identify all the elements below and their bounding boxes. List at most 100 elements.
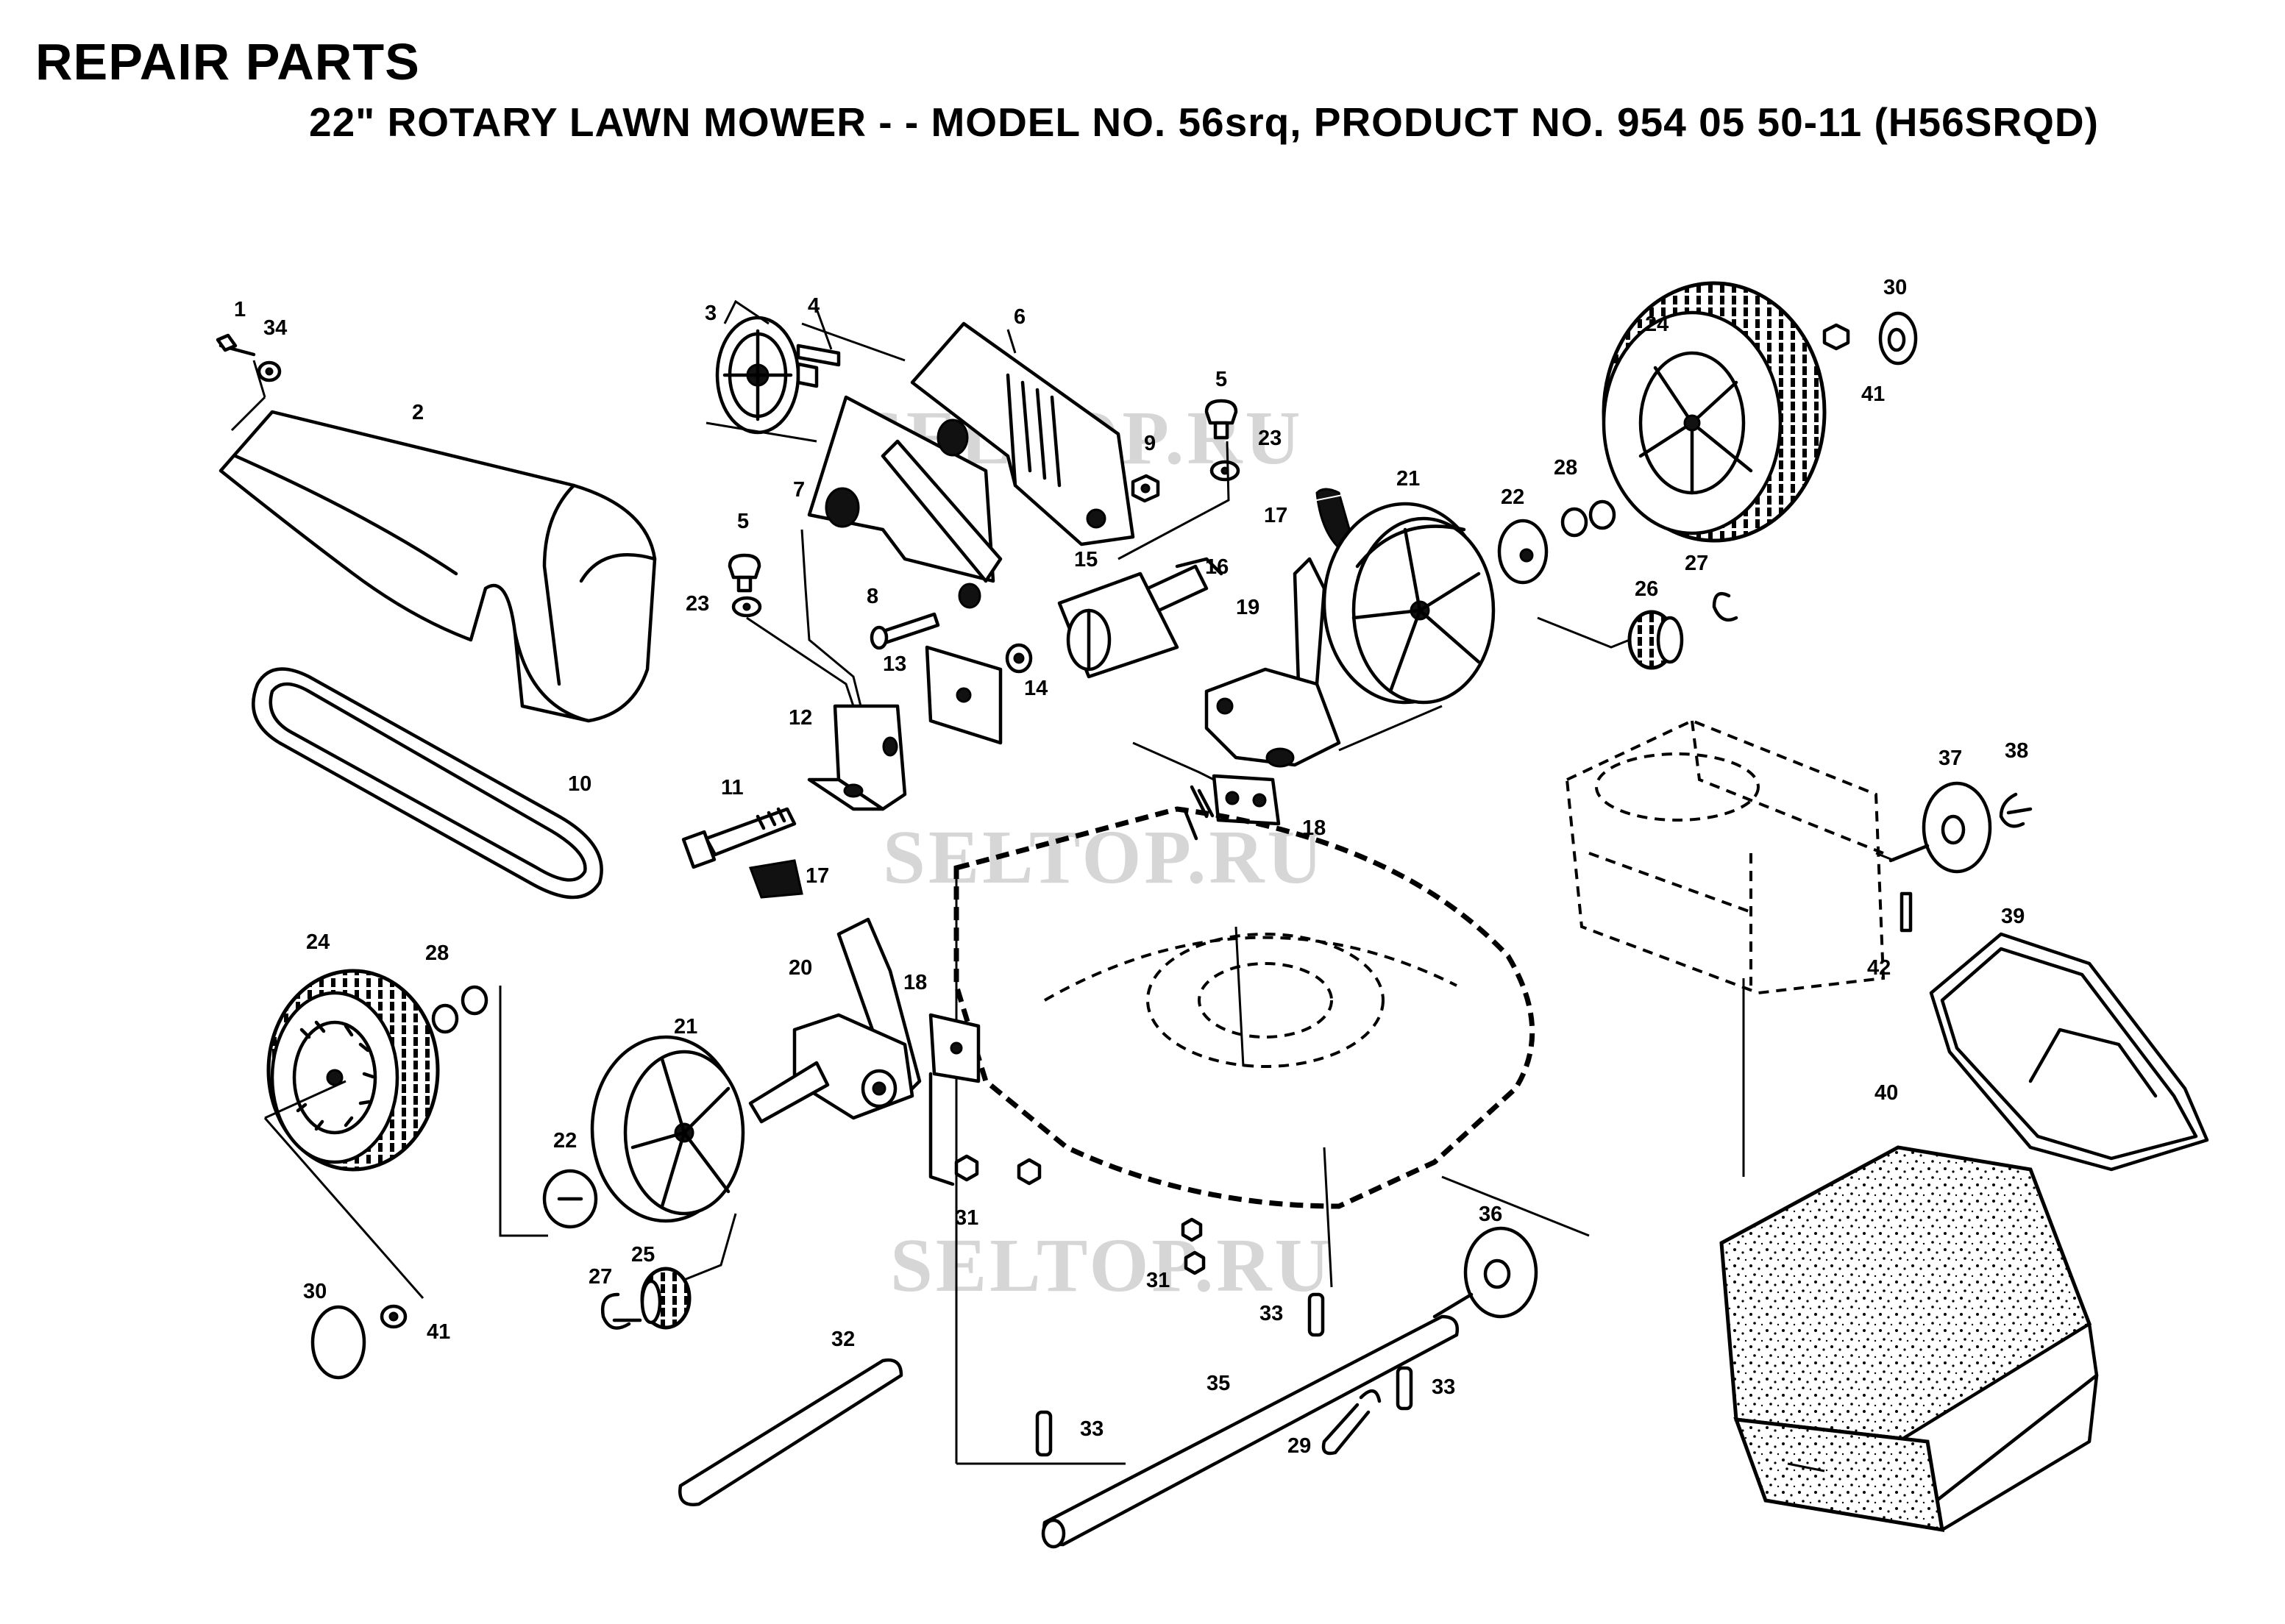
callout-35: 35: [1207, 1372, 1230, 1395]
page-subtitle: 22" ROTARY LAWN MOWER - - MODEL NO. 56sr…: [309, 99, 2099, 145]
callout-5-upper: 5: [1215, 368, 1227, 391]
callout-41-upper: 41: [1861, 382, 1885, 406]
part-38-retaining-ring: [1999, 792, 2033, 828]
part-33-pin-b: [1396, 1366, 1413, 1411]
part-15-roller: [1057, 571, 1179, 679]
part-24-rear-wheel-lower: [266, 969, 440, 1172]
callout-27-lower: 27: [589, 1265, 612, 1289]
callout-14: 14: [1024, 677, 1048, 700]
callout-13: 13: [883, 652, 906, 676]
part-33-pin-a: [1307, 1292, 1325, 1337]
watermark-bottom: SELTOP.RU: [890, 1223, 1333, 1308]
part-33-pin-c: [1035, 1410, 1053, 1457]
callout-4: 4: [808, 294, 820, 318]
callout-33-b: 33: [1432, 1375, 1455, 1399]
callout-26: 26: [1635, 577, 1658, 601]
callout-30-lower: 30: [303, 1280, 327, 1303]
part-32-rod: [678, 1358, 903, 1506]
callout-2: 2: [412, 401, 424, 424]
part-4-pin: [796, 308, 841, 367]
callout-6: 6: [1014, 305, 1026, 329]
page-title: REPAIR PARTS: [35, 33, 420, 90]
part-42-key: [1900, 891, 1913, 933]
part-5-bolt-upper: [1204, 399, 1238, 440]
leader-lines: [263, 299, 1895, 1472]
part-27-clip-lower: [600, 1292, 642, 1330]
part-39-bag-frame: [1929, 932, 2209, 1172]
callout-17-lower: 17: [806, 864, 829, 888]
callout-15: 15: [1074, 548, 1098, 571]
part-22-hubcap-lower: [542, 1169, 598, 1229]
callout-21-lower: 21: [674, 1015, 697, 1039]
part-10-drive-belt: [252, 667, 603, 900]
callout-12: 12: [789, 706, 812, 730]
part-27-clip-upper: [1712, 591, 1738, 622]
part-3-pulley: [715, 316, 819, 435]
callout-18-upper: 18: [1302, 816, 1326, 840]
callout-21-upper: 21: [1396, 467, 1420, 491]
callout-38: 38: [2005, 739, 2028, 763]
callout-40: 40: [1874, 1081, 1898, 1105]
callout-9: 9: [1144, 432, 1156, 455]
part-11-long-bolt: [681, 807, 797, 869]
callout-33-c: 33: [1080, 1417, 1104, 1441]
part-19-height-adjuster: [1204, 557, 1341, 768]
part-1-bolt: [216, 333, 256, 357]
mower-deck-outline: [953, 806, 1745, 1465]
callout-41-lower: 41: [427, 1320, 450, 1344]
callout-39: 39: [2001, 905, 2025, 928]
callout-16: 16: [1205, 555, 1229, 579]
callout-18-lower: 18: [903, 971, 927, 994]
part-23-washer-upper: [1209, 460, 1240, 482]
part-5-bolt-lower: [728, 553, 761, 593]
part-18-adjuster-plate: [1212, 774, 1281, 826]
part-30-hubcap-lower: [310, 1305, 366, 1380]
part-17-grip-lower: [748, 859, 803, 899]
part-30-hubcap-upper: [1878, 311, 1918, 366]
part-25-drive-gear-lower: [640, 1267, 692, 1330]
callout-7: 7: [793, 478, 805, 502]
callout-27-upper: 27: [1685, 552, 1708, 575]
callout-42: 42: [1867, 956, 1891, 980]
part-23-washer-lower: [731, 596, 762, 618]
part-35-axle: [1041, 1292, 1474, 1549]
engine-outline: [1565, 719, 1886, 995]
callout-23-upper: 23: [1258, 427, 1282, 450]
part-28-washers-lower: [431, 985, 488, 1034]
callout-31-left: 31: [955, 1206, 978, 1230]
callout-34: 34: [263, 316, 287, 340]
callout-22-upper: 22: [1501, 485, 1524, 509]
callout-8: 8: [867, 585, 878, 608]
callout-28-lower: 28: [425, 941, 449, 965]
part-36-pulley-lower: [1463, 1226, 1538, 1319]
part-16-spring: [1145, 557, 1223, 613]
callout-17-upper: 17: [1264, 504, 1287, 527]
part-7-bracket: [807, 395, 1003, 609]
part-12-angle-bracket: [807, 704, 907, 811]
part-9-nut: [1131, 474, 1160, 503]
part-22-hubcap-upper: [1497, 519, 1549, 585]
callout-3: 3: [705, 302, 717, 325]
callout-22-lower: 22: [553, 1129, 577, 1153]
part-2-rear-cover: [218, 360, 657, 723]
part-34-washer: [257, 360, 282, 382]
callout-30-upper: 30: [1883, 276, 1907, 299]
callout-25: 25: [631, 1243, 655, 1267]
part-31-nuts-lower: [1181, 1217, 1206, 1275]
callout-19: 19: [1236, 596, 1259, 619]
callout-23-lower: 23: [686, 592, 709, 616]
part-26-drive-gear: [1627, 610, 1684, 670]
callout-10: 10: [568, 772, 591, 796]
callout-24-upper: 24: [1645, 313, 1669, 336]
part-41-nut-lower: [380, 1304, 408, 1329]
part-13-plate: [925, 645, 1003, 745]
callout-11: 11: [721, 776, 744, 799]
part-41-nut-upper: [1822, 323, 1850, 351]
part-28-washers-upper: [1560, 499, 1616, 538]
callout-32: 32: [831, 1328, 855, 1351]
part-8-bolt: [870, 612, 940, 650]
part-31-nut-right: [1017, 1158, 1042, 1186]
part-18-plate-lower: [928, 1013, 981, 1186]
